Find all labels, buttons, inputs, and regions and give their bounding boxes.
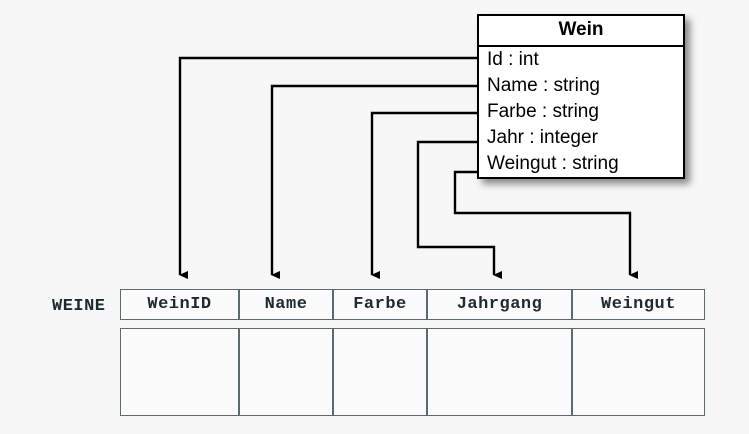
table-cell-farbe[interactable] — [333, 328, 427, 416]
column-header-farbe[interactable]: Farbe — [333, 289, 427, 320]
connector-name-to-name — [270, 84, 477, 279]
uml-class-box[interactable]: Wein Id : int Name : string Farbe : stri… — [477, 14, 685, 179]
connector-id-to-weinid — [178, 56, 477, 279]
table-row[interactable] — [120, 328, 705, 416]
table-cell-weingut[interactable] — [572, 328, 705, 416]
db-table-name: WEINE — [52, 297, 106, 316]
db-table-body — [120, 328, 705, 416]
uml-attribute-list: Id : int Name : string Farbe : string Ja… — [479, 47, 683, 177]
uml-attribute-jahr: Jahr : integer — [487, 127, 598, 148]
table-cell-weinid[interactable] — [120, 328, 239, 416]
uml-class-name: Wein — [479, 16, 683, 47]
uml-attribute-name: Name : string — [487, 75, 600, 96]
connector-weingut-to-weingut — [453, 170, 638, 279]
db-table-header: WeinID Name Farbe Jahrgang Weingut — [120, 289, 705, 320]
db-table: WeinID Name Farbe Jahrgang Weingut — [120, 289, 705, 416]
connector-farbe-to-farbe — [370, 111, 477, 279]
table-cell-name[interactable] — [239, 328, 333, 416]
column-header-jahrgang[interactable]: Jahrgang — [427, 289, 572, 320]
uml-attribute-weingut: Weingut : string — [487, 153, 619, 174]
table-header-row: WeinID Name Farbe Jahrgang Weingut — [120, 289, 705, 320]
column-header-weinid[interactable]: WeinID — [120, 289, 239, 320]
column-header-name[interactable]: Name — [239, 289, 333, 320]
table-cell-jahrgang[interactable] — [427, 328, 572, 416]
uml-attribute-farbe: Farbe : string — [487, 101, 599, 122]
column-header-weingut[interactable]: Weingut — [572, 289, 705, 320]
uml-attribute-id: Id : int — [487, 49, 539, 70]
